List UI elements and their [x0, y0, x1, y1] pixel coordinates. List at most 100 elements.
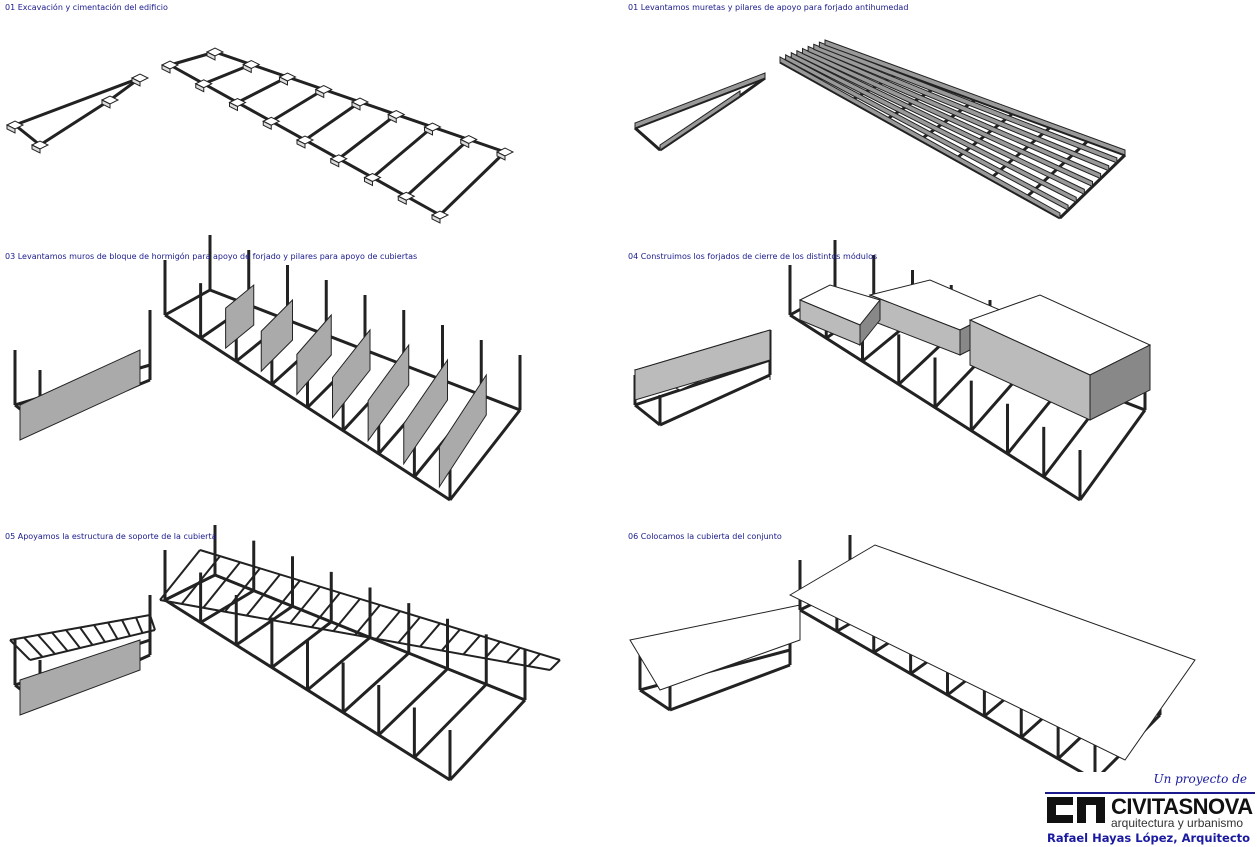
- roof-rafter: [310, 592, 341, 628]
- footing-pad: [496, 151, 506, 161]
- foundation-beam: [448, 409, 522, 501]
- roof-rafter: [419, 622, 441, 648]
- roof-rafter: [79, 626, 94, 646]
- footing-pad: [195, 82, 205, 93]
- floor-slab-module: [634, 329, 771, 401]
- roof-rafter: [29, 629, 156, 661]
- foundation-beam: [659, 373, 771, 427]
- floor-slab-module: [859, 298, 881, 347]
- roof-rafter: [93, 624, 106, 643]
- roof-rafter: [267, 579, 301, 621]
- roof-rafter: [107, 622, 119, 640]
- panel-caption-4: 04 Construimos los forjados de cierre de…: [628, 252, 878, 261]
- floor-slab-module: [1089, 344, 1151, 421]
- roof-rafter: [245, 573, 281, 617]
- foundation-beam: [164, 288, 211, 317]
- footing-pad: [229, 101, 238, 112]
- roof-rafter: [180, 555, 221, 605]
- roof-rafter: [199, 549, 561, 661]
- roof-cover: [788, 544, 1196, 761]
- block-wall: [19, 639, 141, 716]
- block-wall: [19, 349, 141, 441]
- roof-rafter: [224, 567, 261, 613]
- footing-pad: [397, 195, 407, 206]
- foundation-beam: [304, 100, 361, 142]
- logo-subtitle: arquitectura y urbanismo: [1111, 816, 1244, 830]
- foundation-beam: [235, 605, 294, 647]
- roof-rafter: [121, 619, 131, 637]
- foundation-beam: [199, 589, 255, 624]
- wall-beam: [824, 39, 1126, 156]
- footing-pad: [6, 124, 16, 134]
- footing-pad: [330, 157, 340, 168]
- panel-caption-1: 01 Excavación y cimentación del edificio: [5, 3, 168, 12]
- foundation-beam: [739, 76, 766, 98]
- roof-rafter: [397, 616, 421, 644]
- block-wall: [225, 283, 255, 350]
- roof-rafter: [159, 549, 201, 601]
- wall-beam: [790, 51, 1077, 204]
- logo-brand: CIVITASNOVA: [1111, 794, 1253, 819]
- panel-caption-2: 01 Levantamos muretas y pilares de apoyo…: [628, 3, 909, 12]
- foundation-beam: [164, 573, 216, 602]
- block-wall: [403, 358, 448, 466]
- footing-pad: [101, 99, 111, 109]
- foundation-beam: [14, 76, 141, 127]
- foundation-beam: [639, 688, 671, 712]
- roof-rafter: [149, 614, 156, 631]
- panel-caption-3: 03 Levantamos muros de bloque de hormigó…: [5, 252, 418, 261]
- footing-pad: [31, 144, 41, 154]
- block-wall: [367, 343, 410, 443]
- roof-cover: [629, 604, 801, 691]
- civitasnova-logo: Un proyecto de CIVITASNOVA arquitectura …: [1045, 772, 1255, 847]
- wall-beam: [807, 45, 1102, 180]
- panel-caption-5: 05 Apoyamos la estructura de soporte de …: [5, 532, 217, 541]
- roof-rafter: [549, 659, 561, 671]
- footing-pad: [161, 64, 171, 74]
- footing-pad: [351, 101, 361, 111]
- footing-pad: [131, 77, 141, 87]
- roof-rafter: [354, 604, 381, 636]
- foundation-beam: [634, 403, 661, 427]
- foundation-beam: [39, 98, 111, 147]
- roof-rafter: [9, 614, 151, 641]
- foundation-beam: [448, 698, 527, 782]
- logo-divider: [1045, 792, 1255, 794]
- footing-pad: [387, 113, 397, 124]
- panel-caption-6: 06 Colocamos la cubierta del conjunto: [628, 532, 782, 541]
- roof-rafter: [9, 639, 31, 661]
- roof-rafter: [65, 629, 81, 649]
- foundation-beam: [634, 358, 771, 407]
- foundation-beam: [413, 683, 488, 759]
- cn-logo-mark: [1047, 797, 1105, 823]
- block-wall: [296, 313, 332, 396]
- roof-rafter: [440, 628, 461, 652]
- foundation-beam: [1078, 409, 1147, 501]
- roof-rafter: [37, 634, 56, 655]
- roof-rafter: [527, 653, 541, 667]
- wall-beam: [659, 90, 741, 151]
- wall-beam: [802, 47, 1093, 188]
- foundation-beam: [337, 113, 398, 160]
- footing-pad: [460, 138, 470, 149]
- footing-pad: [431, 214, 441, 224]
- foundation-beam: [342, 652, 410, 714]
- footing-pad: [364, 176, 373, 187]
- wall-beam: [818, 41, 1118, 164]
- foundation-beam: [306, 636, 371, 692]
- roof-rafter: [135, 617, 144, 634]
- roof-rafter: [462, 634, 481, 656]
- roof-rafter: [159, 599, 551, 671]
- foundation-beam: [270, 88, 325, 123]
- block-wall: [332, 328, 371, 419]
- roof-rafter: [51, 631, 69, 652]
- foundation-beam: [371, 125, 434, 179]
- roof-rafter: [505, 647, 521, 663]
- footing-pad: [206, 51, 216, 61]
- footing-pad: [296, 139, 306, 149]
- wall-beam: [634, 72, 766, 129]
- roof-rafter: [202, 561, 241, 609]
- wall-beam: [779, 56, 1061, 219]
- footing-pad: [424, 126, 433, 136]
